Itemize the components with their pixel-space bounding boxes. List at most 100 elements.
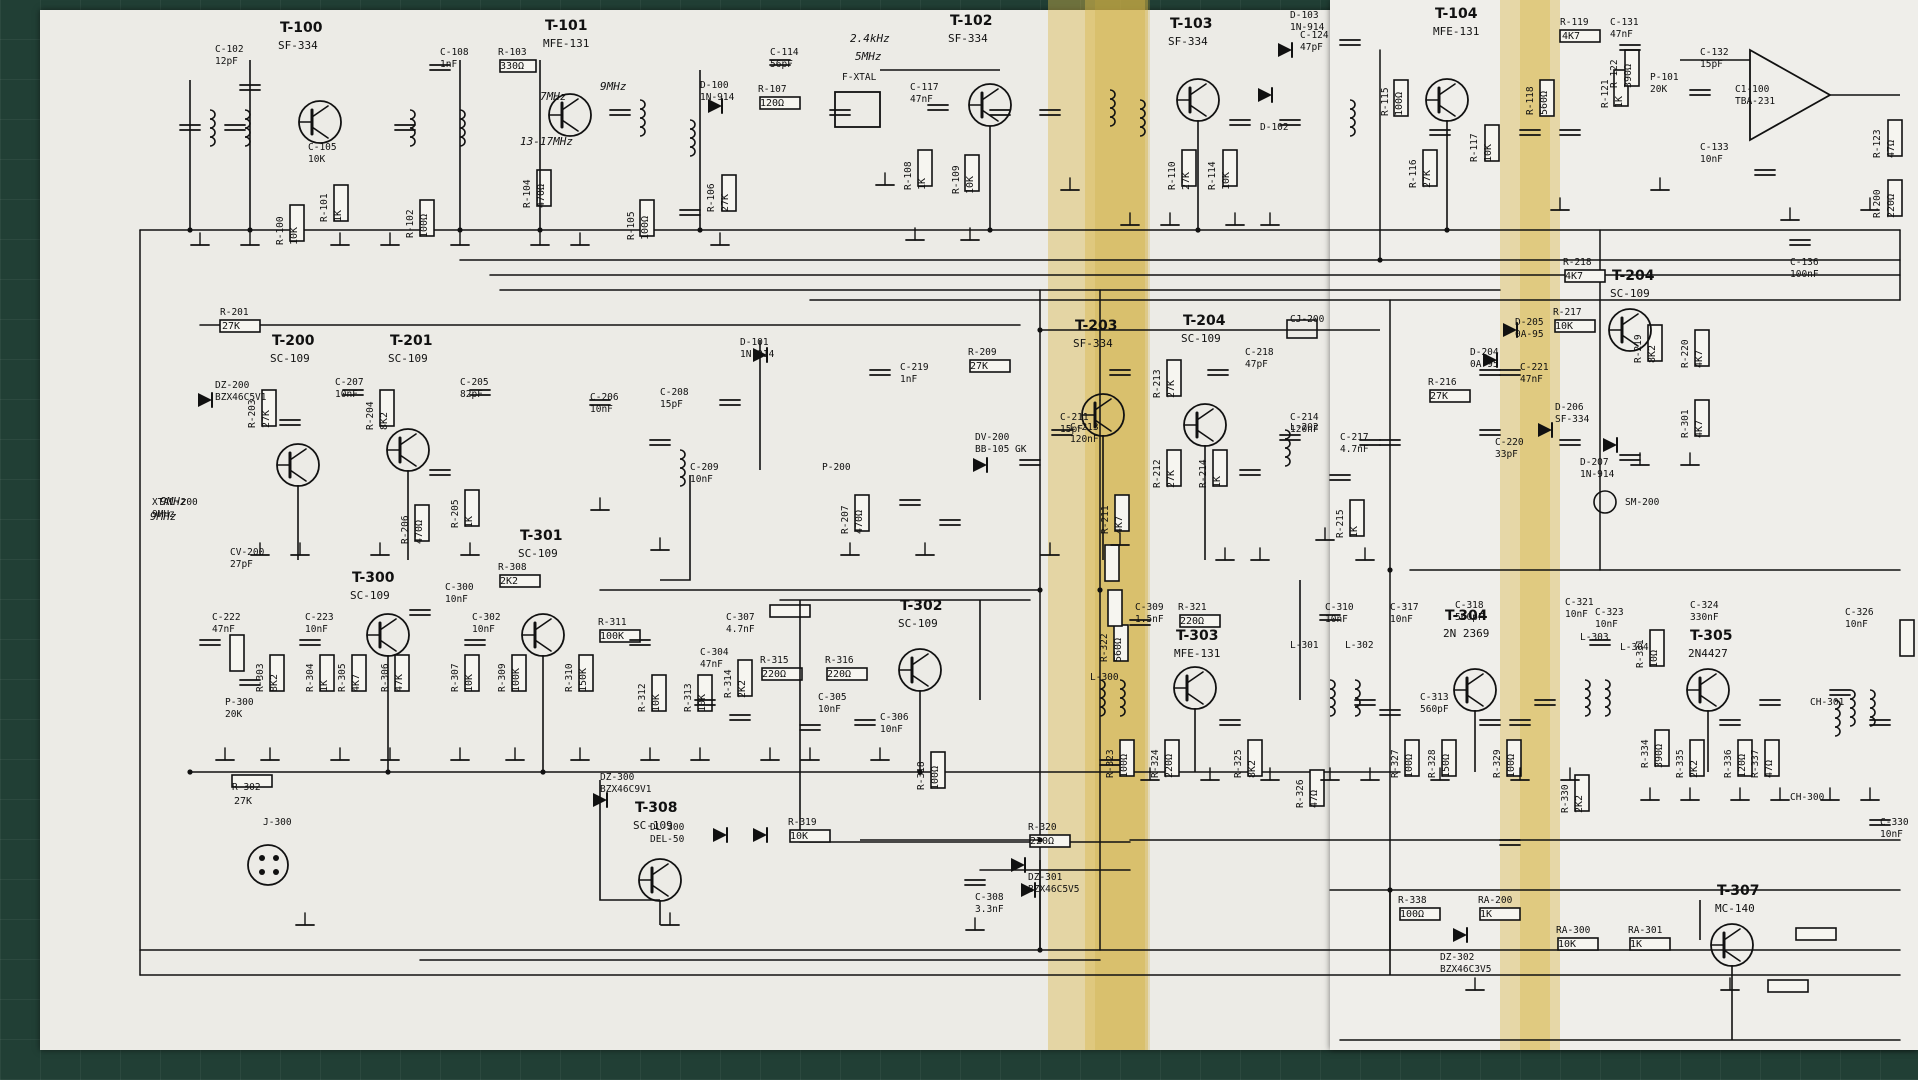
capacitor-value: 10nF <box>1595 619 1618 630</box>
capacitor-ref: C-223 <box>305 612 334 623</box>
transistor-ref: T-100 <box>280 20 323 36</box>
resistor-ref: R-104 <box>522 179 533 208</box>
resistor-symbol <box>1399 907 1441 921</box>
capacitor-ref: C-309 <box>1135 602 1164 613</box>
capacitor-ref: C-317 <box>1390 602 1419 613</box>
masking-tape-strip <box>1500 0 1560 1050</box>
capacitor-value: 10nF <box>445 594 468 605</box>
capacitor-ref: C-220 <box>1495 437 1524 448</box>
capacitor-value: 1.5nF <box>1135 614 1164 625</box>
resistor-value: 1K <box>917 178 928 190</box>
capacitor-ref: C-300 <box>445 582 474 593</box>
transistor-ref: T-302 <box>900 598 943 614</box>
resistor-ref: R-310 <box>564 663 575 692</box>
capacitor-ref: C-306 <box>880 712 909 723</box>
transistor-type: SF-334 <box>1168 35 1208 48</box>
resistor-ref: R-123 <box>1872 129 1883 158</box>
resistor-value: 1K <box>1480 909 1492 920</box>
component-ref: P-101 <box>1650 72 1679 83</box>
resistor-symbol <box>1689 739 1705 777</box>
resistor-ref: R-205 <box>450 499 461 528</box>
resistor-ref: R-207 <box>840 505 851 534</box>
resistor-ref: R-211 <box>1100 505 1111 534</box>
resistor-value: 2K2 <box>1689 760 1700 778</box>
capacitor-value: 10nF <box>1845 619 1868 630</box>
resistor-value: 220Ω <box>1886 194 1897 218</box>
resistor-ref: R-201 <box>220 307 249 318</box>
capacitor-ref: C-108 <box>440 47 469 58</box>
component-type: SF-334 <box>1555 414 1590 425</box>
capacitor-value: 120nF <box>1070 434 1099 445</box>
capacitor-ref: C-211 <box>1060 412 1089 423</box>
resistor-ref: R-314 <box>723 669 734 698</box>
component-type: BZX46C9V1 <box>600 784 652 795</box>
capacitor-value: 47nF <box>212 624 235 635</box>
masking-tape-strip <box>1048 0 1148 1050</box>
resistor-value: 47Ω <box>1886 140 1897 158</box>
resistor-ref: R-106 <box>706 183 717 212</box>
capacitor-value: 560pF <box>1420 704 1449 715</box>
resistor-value: 100K <box>511 668 522 692</box>
transistor-ref: T-300 <box>352 570 395 586</box>
capacitor-ref: C-206 <box>590 392 619 403</box>
transistor-symbol <box>1608 308 1652 352</box>
component-ref: D-204 <box>1470 347 1499 358</box>
resistor-symbol <box>499 59 537 73</box>
capacitor-ref: C-214 <box>1290 412 1319 423</box>
capacitor-ref: C-307 <box>726 612 755 623</box>
resistor-ref: R-307 <box>450 663 461 692</box>
capacitor-ref: C-114 <box>770 47 799 58</box>
transistor-ref: T-203 <box>1075 318 1118 334</box>
handwritten-note: 7MHz <box>540 90 567 103</box>
transistor-type: SC-109 <box>1181 332 1221 345</box>
resistor-value: 1K <box>1349 526 1360 538</box>
resistor-symbol <box>930 751 946 789</box>
capacitor-value: 15pF <box>660 399 683 410</box>
handwritten-note: 13-17MHz <box>520 135 573 148</box>
resistor-value: 27K <box>1181 172 1192 190</box>
crystal-filter-symbol <box>834 91 881 128</box>
component-type: BZX46C5V5 <box>1028 884 1079 895</box>
resistor-value: 470Ω <box>854 510 865 534</box>
component-type: 0A-95 <box>1515 329 1544 340</box>
component-type: 9MHz <box>152 509 175 520</box>
resistor-ref: R-117 <box>1469 133 1480 162</box>
resistor-ref: R-315 <box>760 655 789 666</box>
resistor-symbol <box>229 634 245 672</box>
resistor-value: 10K <box>289 227 300 245</box>
resistor-symbol <box>1422 149 1438 187</box>
resistor-symbol <box>1393 79 1409 117</box>
resistor-ref: R-105 <box>626 211 637 240</box>
capacitor-value: 10nF <box>1565 609 1588 620</box>
capacitor-ref: C-207 <box>335 377 364 388</box>
transistor-ref: T-305 <box>1690 628 1733 644</box>
component-type: 1N-914 <box>1580 469 1615 480</box>
capacitor-value: 47nF <box>1520 374 1543 385</box>
resistor-ref: R-329 <box>1492 749 1503 778</box>
resistor-value: 27K <box>234 796 252 807</box>
component-ref: L-301 <box>1290 640 1319 651</box>
resistor-value: 470Ω <box>536 184 547 208</box>
capacitor-ref: C-219 <box>900 362 929 373</box>
resistor-value: 47K <box>394 674 405 692</box>
resistor-value: 27K <box>970 361 988 372</box>
resistor-ref: R-326 <box>1295 779 1306 808</box>
resistor-ref: R-109 <box>951 165 962 194</box>
component-type: BB-105 GK <box>975 444 1027 455</box>
resistor-symbol <box>1557 937 1599 951</box>
capacitor-value: 15pF <box>1700 59 1723 70</box>
resistor-ref: R-214 <box>1198 459 1209 488</box>
resistor-symbol <box>1119 739 1135 777</box>
resistor-symbol <box>261 389 277 427</box>
handwritten-note: 9MHz <box>600 80 627 93</box>
component-ref: XTAL-200 <box>152 497 198 508</box>
resistor-ref: R-301 <box>1680 409 1691 438</box>
component-ref: D-207 <box>1580 457 1609 468</box>
resistor-ref: R-320 <box>1028 822 1057 833</box>
resistor-ref: R-328 <box>1427 749 1438 778</box>
resistor-ref: R-312 <box>637 683 648 712</box>
resistor-symbol <box>1404 739 1420 777</box>
component-ref: D-205 <box>1515 317 1544 328</box>
resistor-value: 150Ω <box>1441 754 1452 778</box>
capacitor-ref: C-213 <box>1070 422 1099 433</box>
